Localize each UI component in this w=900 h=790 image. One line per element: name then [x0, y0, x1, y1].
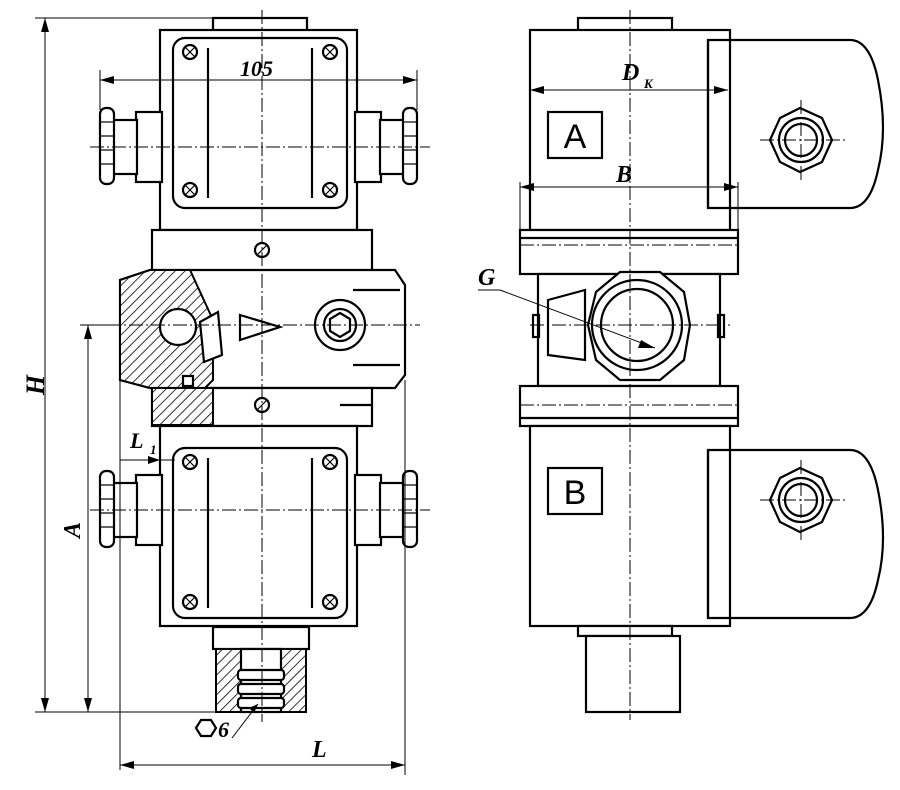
screw-icon [321, 453, 339, 471]
front-dimensions: 105 H A L 1 L 6 [21, 17, 418, 775]
dim-g-label: G [478, 265, 496, 291]
coil-a-box [546, 110, 604, 160]
lower-coil-housing [98, 424, 419, 628]
front-view [85, 10, 430, 722]
dim-105-label: 105 [240, 56, 273, 81]
coil-a-label: A [564, 118, 587, 156]
dim-hex-label: 6 [218, 717, 229, 742]
dim-l1-subscript: 1 [150, 442, 157, 457]
screw-icon [181, 453, 199, 471]
dim-l1-label: L [129, 428, 143, 453]
dim-a-label: A [60, 522, 86, 540]
dim-dk-label: D [621, 60, 639, 86]
valve-body [118, 268, 407, 390]
side-dimensions: D K B G [478, 60, 739, 349]
hex-icon [194, 718, 218, 738]
side-view: A B [518, 10, 885, 720]
dim-h-label: H [21, 374, 50, 396]
coil-b-label: B [564, 474, 587, 512]
dim-l-label: L [311, 737, 327, 763]
screw-icon [181, 593, 199, 611]
coil-b-box [546, 466, 604, 516]
screw-icon [321, 593, 339, 611]
screw-icon [181, 181, 199, 199]
screw-icon [321, 43, 339, 61]
screw-icon [181, 43, 199, 61]
dim-dk-subscript: K [643, 76, 654, 91]
screw-icon [321, 181, 339, 199]
dim-b-label: B [615, 162, 632, 188]
